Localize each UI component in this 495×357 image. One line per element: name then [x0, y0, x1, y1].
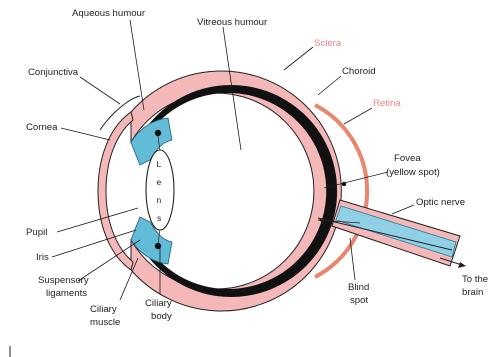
label-ciliary-body-2: body	[151, 311, 172, 322]
label-sclera: Sclera	[314, 38, 342, 49]
label-conjunctiva: Conjunctiva	[28, 67, 79, 78]
label-aqueous-humour: Aqueous humour	[72, 8, 146, 19]
label-pupil: Pupil	[26, 227, 47, 238]
lens-letter-s: s	[157, 213, 161, 223]
lens-letter-l: L	[157, 159, 162, 169]
label-iris: Iris	[36, 252, 49, 263]
label-to-the: To the	[462, 274, 488, 285]
label-retina: Retina	[373, 98, 401, 109]
label-blind: Blind	[348, 282, 369, 293]
optic-nerve	[318, 200, 460, 266]
label-spot: spot	[350, 295, 368, 306]
cornea-shape	[98, 112, 133, 270]
label-ciliary-muscle-1: Ciliary	[90, 304, 117, 315]
label-optic-nerve: Optic nerve	[416, 197, 465, 208]
label-suspensory: Suspensory	[38, 275, 89, 286]
label-fovea-yellow-spot: (yellow spot)	[386, 167, 440, 178]
label-fovea: Fovea	[394, 153, 421, 164]
label-brain: brain	[462, 287, 483, 298]
label-ligaments: ligaments	[46, 288, 87, 299]
label-choroid: Choroid	[342, 66, 376, 77]
label-ciliary-muscle-2: muscle	[90, 317, 120, 328]
label-vitreous-humour: Vitreous humour	[197, 17, 268, 28]
label-ciliary-body-1: Ciliary	[145, 298, 172, 309]
lens-letter-n: n	[157, 195, 162, 205]
to-brain-arrowhead	[458, 262, 466, 268]
lens-letter-e: e	[157, 177, 162, 187]
label-cornea: Cornea	[26, 122, 58, 133]
